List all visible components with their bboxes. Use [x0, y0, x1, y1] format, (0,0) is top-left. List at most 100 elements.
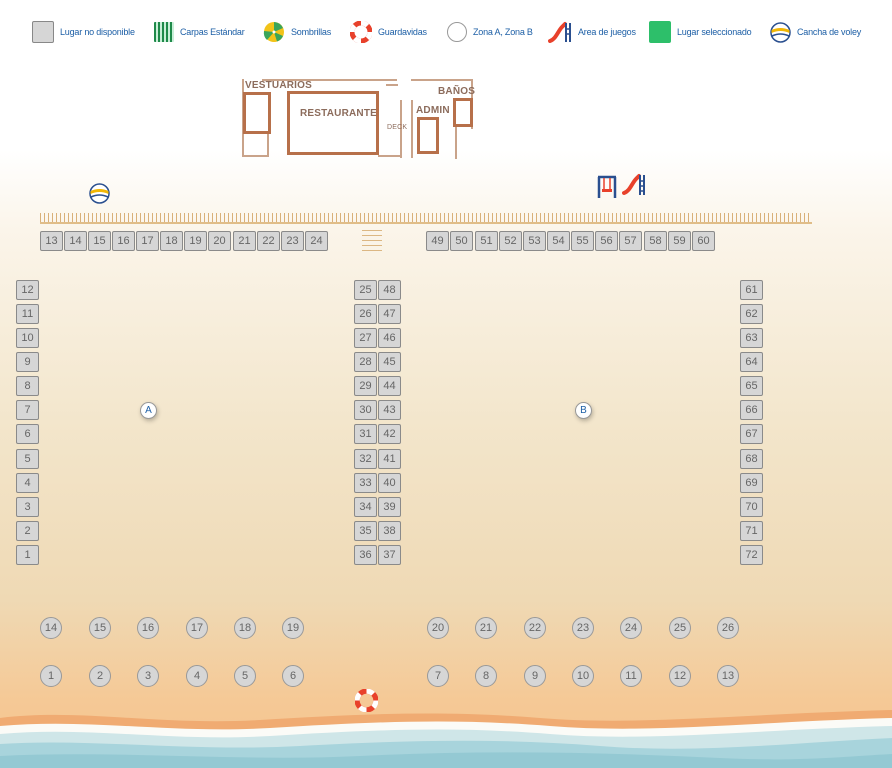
tent-spot[interactable]: 29 [354, 376, 377, 396]
tent-spot[interactable]: 37 [378, 545, 401, 565]
tent-spot[interactable]: 15 [88, 231, 111, 251]
tent-spot[interactable]: 30 [354, 400, 377, 420]
lifebuoy-icon[interactable] [355, 689, 378, 712]
swing-icon[interactable] [596, 175, 618, 199]
tent-spot[interactable]: 38 [378, 521, 401, 541]
tent-spot[interactable]: 44 [378, 376, 401, 396]
umbrella-spot[interactable]: 17 [186, 617, 208, 639]
tent-spot[interactable]: 64 [740, 352, 763, 372]
tent-spot[interactable]: 19 [184, 231, 207, 251]
tent-spot[interactable]: 55 [571, 231, 594, 251]
tent-spot[interactable]: 54 [547, 231, 570, 251]
tent-spot[interactable]: 40 [378, 473, 401, 493]
umbrella-spot[interactable]: 5 [234, 665, 256, 687]
tent-spot[interactable]: 23 [281, 231, 304, 251]
tent-spot[interactable]: 63 [740, 328, 763, 348]
tent-spot[interactable]: 43 [378, 400, 401, 420]
tent-spot[interactable]: 52 [499, 231, 522, 251]
tent-spot[interactable]: 5 [16, 449, 39, 469]
tent-spot[interactable]: 8 [16, 376, 39, 396]
umbrella-spot[interactable]: 18 [234, 617, 256, 639]
umbrella-spot[interactable]: 8 [475, 665, 497, 687]
tent-spot[interactable]: 59 [668, 231, 691, 251]
tent-spot[interactable]: 13 [40, 231, 63, 251]
umbrella-spot[interactable]: 21 [475, 617, 497, 639]
tent-spot[interactable]: 20 [208, 231, 231, 251]
tent-spot[interactable]: 11 [16, 304, 39, 324]
umbrella-spot[interactable]: 12 [669, 665, 691, 687]
umbrella-spot[interactable]: 10 [572, 665, 594, 687]
umbrella-spot[interactable]: 13 [717, 665, 739, 687]
tent-spot[interactable]: 47 [378, 304, 401, 324]
slide-icon[interactable] [622, 172, 646, 196]
tent-spot[interactable]: 6 [16, 424, 39, 444]
tent-spot[interactable]: 48 [378, 280, 401, 300]
umbrella-spot[interactable]: 2 [89, 665, 111, 687]
umbrella-spot[interactable]: 1 [40, 665, 62, 687]
umbrella-spot[interactable]: 3 [137, 665, 159, 687]
tent-spot[interactable]: 50 [450, 231, 473, 251]
volleyball-icon[interactable] [89, 183, 110, 204]
umbrella-spot[interactable]: 22 [524, 617, 546, 639]
tent-spot[interactable]: 49 [426, 231, 449, 251]
tent-spot[interactable]: 71 [740, 521, 763, 541]
tent-spot[interactable]: 39 [378, 497, 401, 517]
tent-spot[interactable]: 66 [740, 400, 763, 420]
tent-spot[interactable]: 31 [354, 424, 377, 444]
umbrella-spot[interactable]: 20 [427, 617, 449, 639]
umbrella-spot[interactable]: 25 [669, 617, 691, 639]
tent-spot[interactable]: 7 [16, 400, 39, 420]
tent-spot[interactable]: 69 [740, 473, 763, 493]
tent-spot[interactable]: 12 [16, 280, 39, 300]
tent-spot[interactable]: 42 [378, 424, 401, 444]
tent-spot[interactable]: 32 [354, 449, 377, 469]
umbrella-spot[interactable]: 15 [89, 617, 111, 639]
tent-spot[interactable]: 27 [354, 328, 377, 348]
tent-spot[interactable]: 25 [354, 280, 377, 300]
tent-spot[interactable]: 4 [16, 473, 39, 493]
tent-spot[interactable]: 26 [354, 304, 377, 324]
umbrella-spot[interactable]: 11 [620, 665, 642, 687]
tent-spot[interactable]: 67 [740, 424, 763, 444]
tent-spot[interactable]: 21 [233, 231, 256, 251]
tent-spot[interactable]: 36 [354, 545, 377, 565]
tent-spot[interactable]: 18 [160, 231, 183, 251]
tent-spot[interactable]: 72 [740, 545, 763, 565]
tent-spot[interactable]: 35 [354, 521, 377, 541]
umbrella-spot[interactable]: 14 [40, 617, 62, 639]
tent-spot[interactable]: 45 [378, 352, 401, 372]
umbrella-spot[interactable]: 16 [137, 617, 159, 639]
tent-spot[interactable]: 33 [354, 473, 377, 493]
tent-spot[interactable]: 58 [644, 231, 667, 251]
tent-spot[interactable]: 65 [740, 376, 763, 396]
tent-spot[interactable]: 2 [16, 521, 39, 541]
tent-spot[interactable]: 53 [523, 231, 546, 251]
umbrella-spot[interactable]: 4 [186, 665, 208, 687]
tent-spot[interactable]: 17 [136, 231, 159, 251]
umbrella-spot[interactable]: 7 [427, 665, 449, 687]
tent-spot[interactable]: 22 [257, 231, 280, 251]
umbrella-spot[interactable]: 26 [717, 617, 739, 639]
tent-spot[interactable]: 9 [16, 352, 39, 372]
umbrella-spot[interactable]: 23 [572, 617, 594, 639]
tent-spot[interactable]: 1 [16, 545, 39, 565]
tent-spot[interactable]: 16 [112, 231, 135, 251]
tent-spot[interactable]: 68 [740, 449, 763, 469]
tent-spot[interactable]: 46 [378, 328, 401, 348]
tent-spot[interactable]: 61 [740, 280, 763, 300]
tent-spot[interactable]: 34 [354, 497, 377, 517]
tent-spot[interactable]: 62 [740, 304, 763, 324]
umbrella-spot[interactable]: 19 [282, 617, 304, 639]
tent-spot[interactable]: 51 [475, 231, 498, 251]
tent-spot[interactable]: 3 [16, 497, 39, 517]
umbrella-spot[interactable]: 9 [524, 665, 546, 687]
tent-spot[interactable]: 70 [740, 497, 763, 517]
tent-spot[interactable]: 14 [64, 231, 87, 251]
tent-spot[interactable]: 24 [305, 231, 328, 251]
tent-spot[interactable]: 28 [354, 352, 377, 372]
tent-spot[interactable]: 60 [692, 231, 715, 251]
tent-spot[interactable]: 10 [16, 328, 39, 348]
tent-spot[interactable]: 41 [378, 449, 401, 469]
tent-spot[interactable]: 57 [619, 231, 642, 251]
umbrella-spot[interactable]: 6 [282, 665, 304, 687]
